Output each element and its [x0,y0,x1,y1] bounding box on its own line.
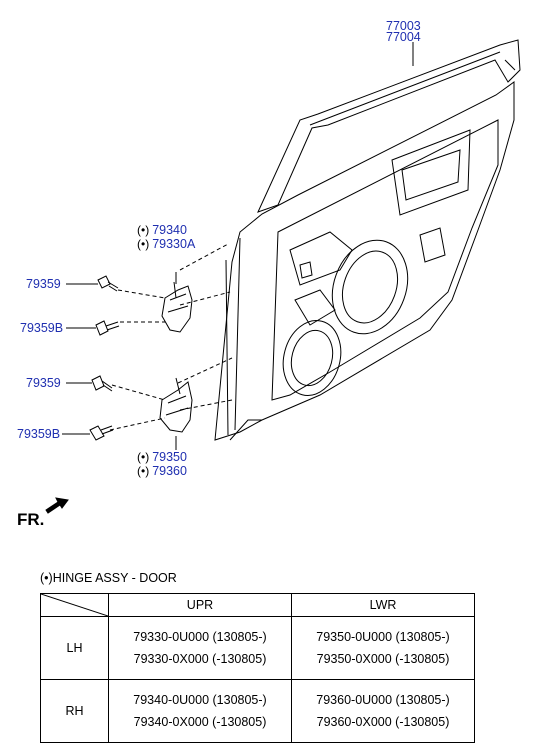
callout-79330A: (•)79330A [137,238,195,251]
cell-rh-upr: 79340-0U000 (130805-) 79340-0X000 (-1308… [108,679,292,743]
row-label-rh: RH [40,679,109,743]
corner-diagonal [41,594,108,616]
part-number: 79340-0U000 (130805-) [133,693,267,707]
mark-symbol: (•) [137,450,150,464]
door-exploded-diagram [45,39,521,514]
table-corner [40,593,109,617]
upper-bolt-79359 [97,275,119,292]
callout-79340: (•)79340 [137,224,187,237]
speaker-opening [331,239,409,335]
lower-bolt-79359 [91,375,113,392]
front-arrow [45,497,69,514]
part-number: 79350-0X000 (-130805) [316,652,450,666]
upper-bolt-79359B [95,320,120,336]
table-row: LH 79330-0U000 (130805-) 79330-0X000 (-1… [40,616,475,680]
row-label-lh: LH [40,616,109,680]
callout-79330A-text: 79330A [152,237,196,251]
lower-hinge [159,381,193,433]
lower-speaker-opening [282,320,342,396]
part-number: 79340-0X000 (-130805) [133,715,267,729]
callout-79350: (•)79350 [137,451,187,464]
callout-79359-lower: 79359 [26,376,61,390]
mark-symbol: (•) [137,464,150,478]
cell-lh-lwr: 79350-0U000 (130805-) 79350-0X000 (-1308… [291,616,475,680]
door-window-frame [257,39,521,213]
mark-symbol: (•) [137,223,150,237]
door-panel [214,81,515,441]
hinge-parts-table: UPR LWR LH 79330-0U000 (130805-) 79330-0… [40,593,475,743]
callout-79360-text: 79360 [152,464,187,478]
callout-79360: (•)79360 [137,465,187,478]
upper-hinge [161,285,193,333]
part-number: 79350-0U000 (130805-) [316,630,450,644]
front-label: FR. [17,510,45,529]
callout-79359-upper: 79359 [26,277,61,291]
cell-rh-lwr: 79360-0U000 (130805-) 79360-0X000 (-1308… [291,679,475,743]
callout-79359B-upper: 79359B [20,321,64,335]
part-number: 79360-0X000 (-130805) [316,715,450,729]
part-number: 79330-0X000 (-130805) [133,652,267,666]
part-number: 79360-0U000 (130805-) [316,693,450,707]
callout-77003: 77003 [386,19,421,33]
lower-bolt-79359B [89,425,114,441]
part-number: 79330-0U000 (130805-) [133,630,267,644]
callout-79340-text: 79340 [152,223,187,237]
mark-symbol: (•) [137,237,150,251]
callout-79359B-lower: 79359B [17,427,61,441]
callout-79350-text: 79350 [152,450,187,464]
table-row: RH 79340-0U000 (130805-) 79340-0X000 (-1… [40,679,475,743]
table-header-upr: UPR [108,593,292,617]
legend-hinge-assy: (•)HINGE ASSY - DOOR [40,571,177,585]
cell-lh-upr: 79330-0U000 (130805-) 79330-0X000 (-1308… [108,616,292,680]
callout-77004: 77004 [386,30,421,44]
table-header-lwr: LWR [291,593,475,617]
